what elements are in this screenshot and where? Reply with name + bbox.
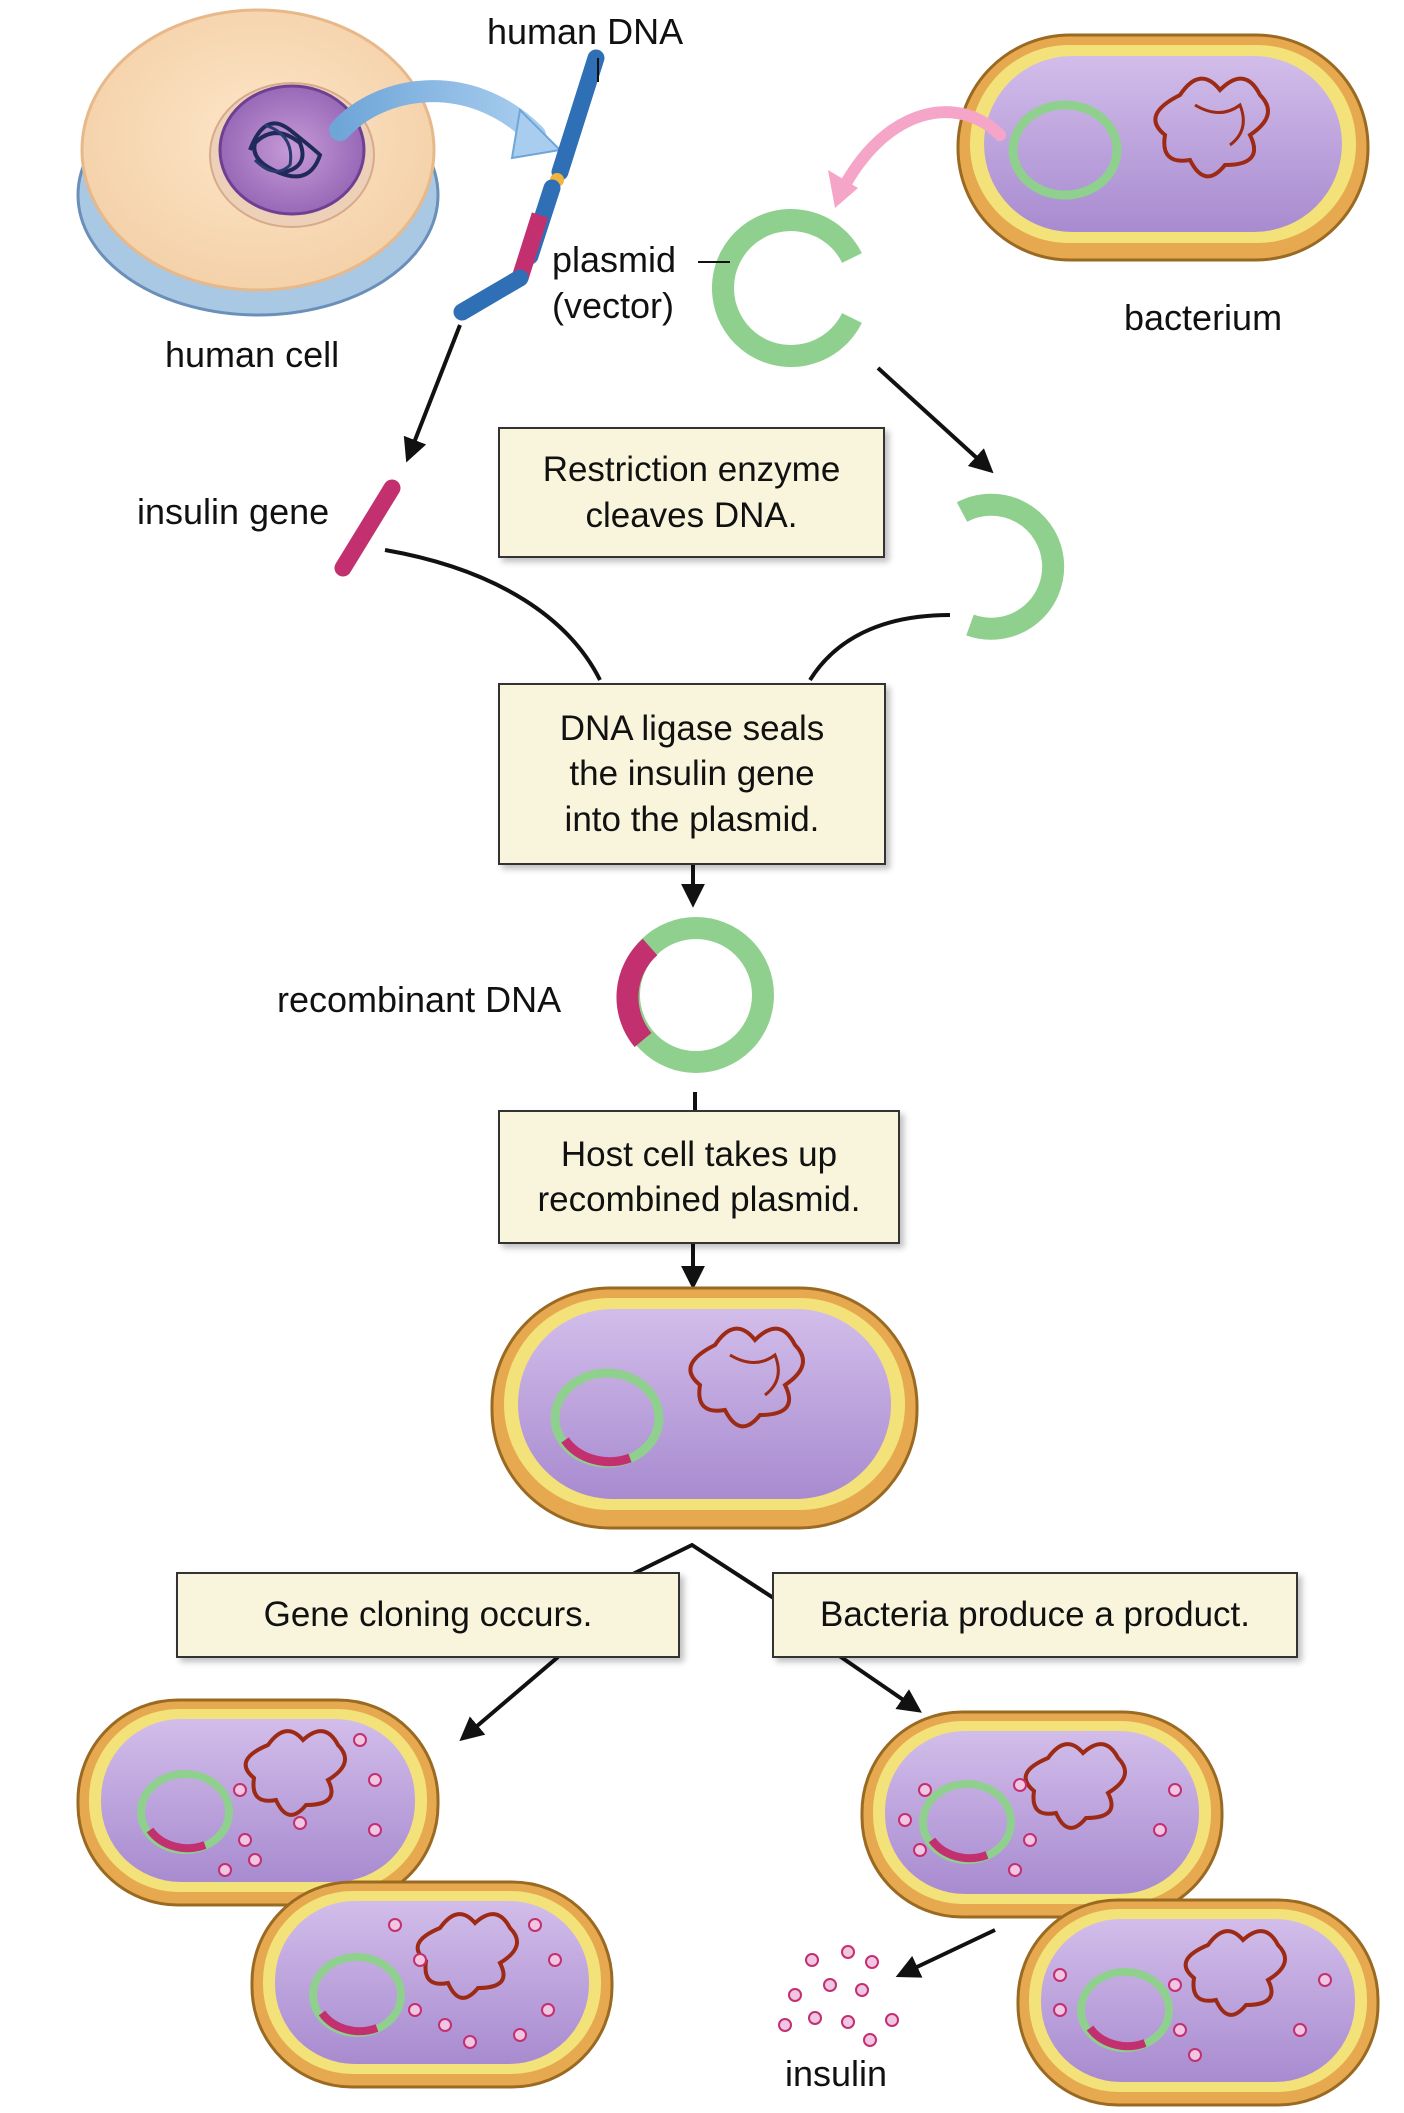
step-product-box: Bacteria produce a product. (772, 1572, 1298, 1658)
bacterium-top (956, 33, 1370, 262)
gene-to-ligase-curve (384, 548, 602, 681)
host-bacterium (490, 1286, 919, 1530)
insulin-gene-fragment (334, 479, 401, 577)
bacterium-to-plasmid-arrow (839, 106, 1006, 191)
human-cell (76, 8, 440, 317)
human-dna-chromosome (453, 49, 605, 321)
step-uptake-box: Host cell takes up recombined plasmid. (498, 1110, 900, 1244)
cloned-bacterium-2 (250, 1880, 614, 2089)
step-restriction-line1: Restriction enzyme (542, 450, 841, 489)
step-ligase-line1: DNA ligase seals (559, 708, 825, 748)
step-ligase-box: DNA ligase seals the insulin gene into t… (498, 683, 886, 865)
label-human-cell: human cell (165, 334, 340, 375)
cloning-arrow (459, 1655, 560, 1742)
step-cloning-text: Gene cloning occurs. (263, 1595, 593, 1635)
label-insulin-gene: insulin gene (137, 491, 330, 532)
step-restriction-line2: cleaves DNA. (585, 495, 798, 535)
producing-bacterium-1 (860, 1710, 1224, 1919)
label-insulin: insulin (785, 2053, 888, 2094)
label-bacterium: bacterium (1124, 297, 1283, 338)
label-plasmid: plasmid (552, 239, 677, 280)
step-uptake-line1: Host cell takes up (560, 1134, 838, 1174)
step-ligase-line2: the insulin gene (569, 754, 815, 794)
secretion-arrow (895, 1928, 996, 1978)
cloned-bacterium-1 (76, 1698, 440, 1907)
nucleus-to-dna-arrow (329, 80, 546, 146)
cut-plasmid (956, 493, 1065, 640)
plasmid-to-cut-arrow (876, 366, 994, 474)
nucleus-to-dna-arrowhead (510, 107, 563, 160)
step-uptake-line2: recombined plasmid. (537, 1180, 861, 1219)
bacterium-to-plasmid-arrowhead (828, 170, 858, 208)
product-arrow (836, 1653, 922, 1713)
step-ligase-line3: into the plasmid. (564, 799, 820, 839)
insulin-molecules (778, 1945, 899, 2047)
step-cloning-box: Gene cloning occurs. (176, 1572, 680, 1658)
recombinant-dna (616, 917, 774, 1073)
dna-to-gene-arrow (403, 324, 462, 463)
producing-bacterium-2 (1016, 1898, 1380, 2107)
label-human-dna: human DNA (487, 11, 684, 52)
step-restriction-box: Restriction enzyme cleaves DNA. (498, 427, 885, 558)
label-recombinant-dna: recombinant DNA (277, 979, 562, 1020)
plasmid-vector (711, 209, 862, 367)
label-vector: (vector) (552, 285, 675, 326)
plasmid-to-ligase-curve (808, 613, 951, 682)
step-product-text: Bacteria produce a product. (820, 1595, 1250, 1635)
